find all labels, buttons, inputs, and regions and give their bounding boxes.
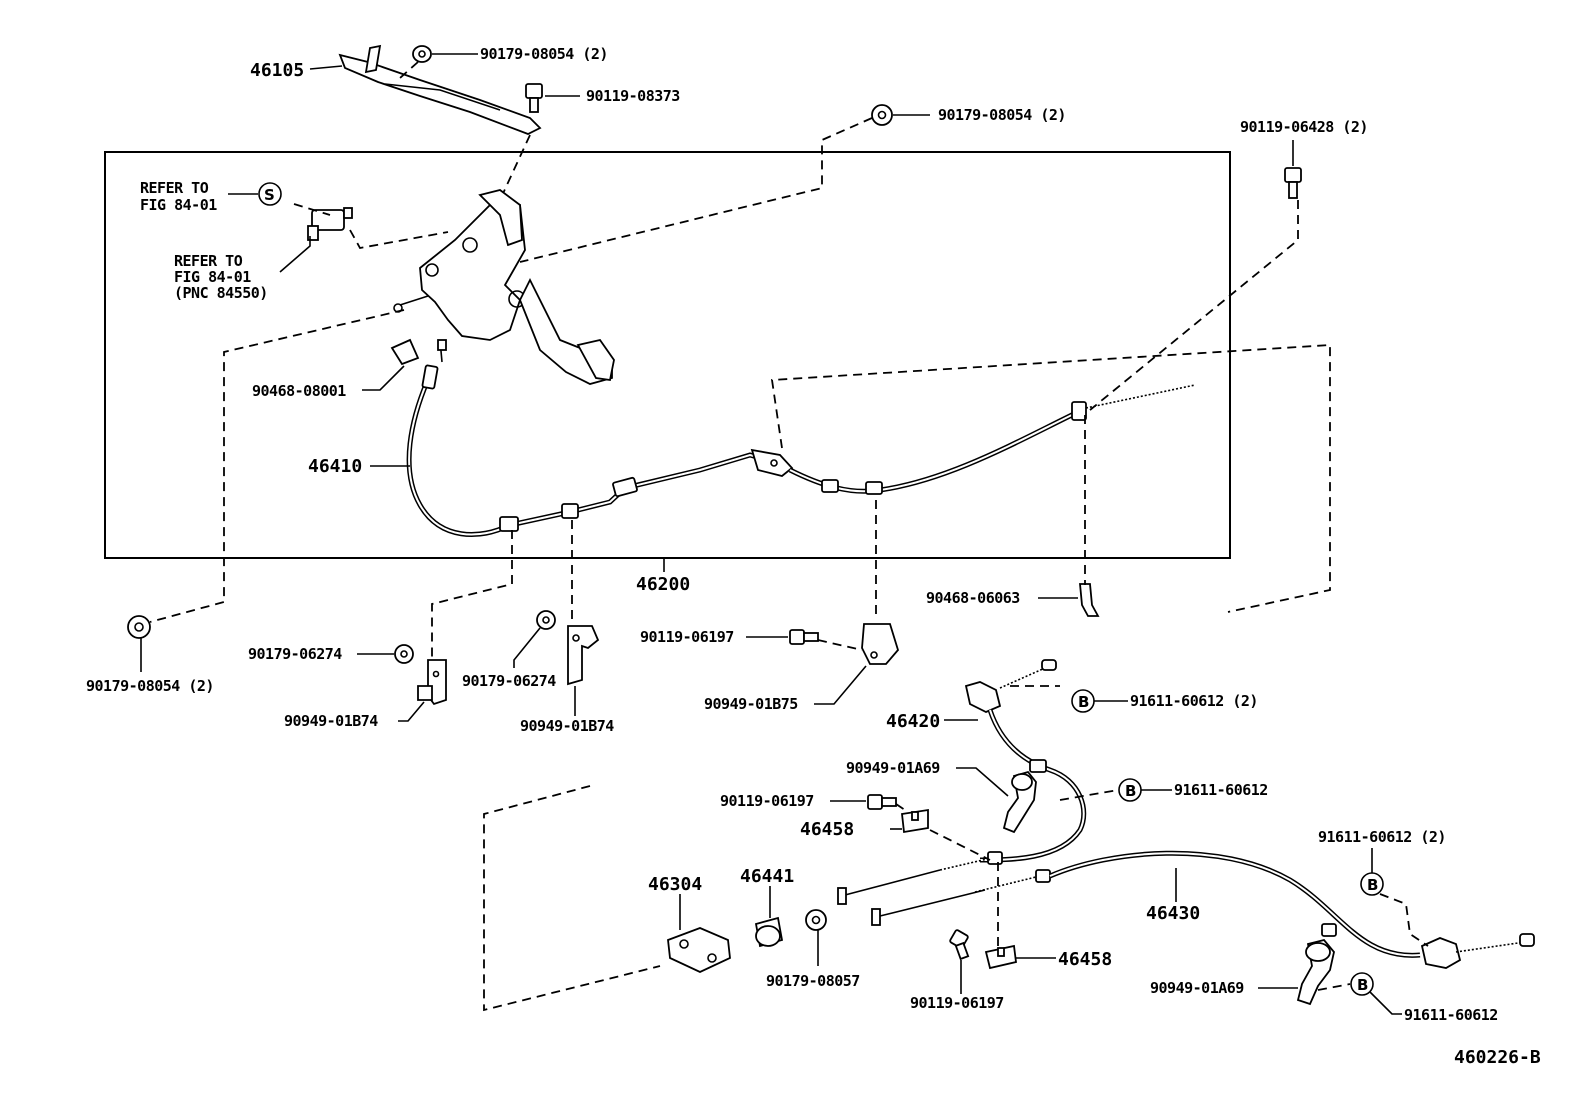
bolt-90119-06197-a[interactable] <box>789 629 819 645</box>
label-90179-08054-b: 90179-08054 (2) <box>938 106 1066 124</box>
callout-b-circle-2: B <box>1118 778 1142 802</box>
nut-90179-08054-bottom-left[interactable] <box>127 615 151 639</box>
intermediate-cable[interactable] <box>788 384 1196 495</box>
label-91611-60612-b: 91611-60612 <box>1174 781 1268 799</box>
label-90119-06428: 90119-06428 (2) <box>1240 118 1368 136</box>
callout-s-circle: S <box>258 182 282 206</box>
callout-b-circle-3: B <box>1360 872 1384 896</box>
label-91611-60612-d: 91611-60612 <box>1404 1006 1498 1024</box>
label-46200: 46200 <box>636 574 690 595</box>
rear-cable-46420[interactable] <box>964 659 1087 863</box>
bracket-90949-01A69-b[interactable] <box>1296 938 1335 1006</box>
label-46430: 46430 <box>1146 903 1200 924</box>
label-refer-2-line2: FIG 84-01 <box>174 268 251 286</box>
nut-90179-06274-a[interactable] <box>394 644 414 664</box>
label-46458-a: 46458 <box>800 819 854 840</box>
svg-text:B: B <box>1367 876 1378 894</box>
bracket-90949-01B75[interactable] <box>861 623 900 665</box>
front-cable-46410[interactable] <box>406 364 776 537</box>
bolt-90119-08373[interactable] <box>525 83 543 113</box>
svg-text:B: B <box>1357 976 1368 994</box>
clip-90468-08001[interactable] <box>390 338 420 366</box>
nut-90179-08054-mid[interactable] <box>871 104 893 126</box>
equalizer-part[interactable] <box>750 448 794 477</box>
bracket-46105-part[interactable] <box>338 44 542 135</box>
clip-46458-b[interactable] <box>984 944 1017 970</box>
label-90119-06197-b: 90119-06197 <box>720 792 814 810</box>
label-90179-08057: 90179-08057 <box>766 972 860 990</box>
label-91611-60612-c: 91611-60612 (2) <box>1318 828 1446 846</box>
bolt-90119-06197-b[interactable] <box>867 794 897 810</box>
cable-end-rods[interactable] <box>837 851 1051 926</box>
label-46441: 46441 <box>740 866 794 887</box>
label-refer-1-line2: FIG 84-01 <box>140 196 217 214</box>
label-90949-01B74-b: 90949-01B74 <box>520 717 614 735</box>
svg-text:S: S <box>264 186 275 204</box>
label-refer-2-line3: (PNC 84550) <box>174 284 268 302</box>
label-90119-06197-c: 90119-06197 <box>910 994 1004 1012</box>
label-46304: 46304 <box>648 874 702 895</box>
callout-b-circle-4: B <box>1350 972 1374 996</box>
label-refer-2-line1: REFER TO <box>174 252 243 270</box>
label-46458-b: 46458 <box>1058 949 1112 970</box>
label-46420: 46420 <box>886 711 940 732</box>
nut-90179-08057[interactable] <box>805 909 827 931</box>
bracket-90949-01A69-a[interactable] <box>1002 770 1037 834</box>
clip-46458-a[interactable] <box>901 808 929 834</box>
bracket-46304[interactable] <box>667 927 731 973</box>
clip-90468-06063[interactable] <box>1079 583 1100 617</box>
label-90468-06063: 90468-06063 <box>926 589 1020 607</box>
parking-brake-pedal-assembly[interactable] <box>393 189 615 385</box>
label-90468-08001: 90468-08001 <box>252 382 346 400</box>
label-refer-1-line1: REFER TO <box>140 179 209 197</box>
assembly-46200-box <box>104 151 1231 559</box>
label-90179-08054-c: 90179-08054 (2) <box>86 677 214 695</box>
label-46105: 46105 <box>250 60 304 81</box>
callout-b-circle-1: B <box>1071 689 1095 713</box>
label-46410: 46410 <box>308 456 362 477</box>
grommet-46441[interactable] <box>754 916 784 948</box>
nut-90179-06274-b[interactable] <box>536 610 556 630</box>
label-90119-06197-a: 90119-06197 <box>640 628 734 646</box>
label-90949-01B75: 90949-01B75 <box>704 695 798 713</box>
nut-90179-08054-top[interactable] <box>412 45 432 63</box>
rear-cable-46430[interactable] <box>1049 850 1535 969</box>
brake-switch-part[interactable] <box>307 207 353 241</box>
label-90179-06274-a: 90179-06274 <box>248 645 342 663</box>
bracket-90949-01B74-a[interactable] <box>417 659 447 706</box>
label-90179-08054-a: 90179-08054 (2) <box>480 45 608 63</box>
label-90949-01A69-b: 90949-01A69 <box>1150 979 1244 997</box>
svg-text:B: B <box>1125 782 1136 800</box>
figure-id: 460226-B <box>1454 1047 1541 1068</box>
label-90119-08373: 90119-08373 <box>586 87 680 105</box>
label-91611-60612-a: 91611-60612 (2) <box>1130 692 1258 710</box>
bolt-90119-06428[interactable] <box>1284 167 1302 199</box>
label-90949-01B74-a: 90949-01B74 <box>284 712 378 730</box>
svg-text:B: B <box>1078 693 1089 711</box>
label-90179-06274-b: 90179-06274 <box>462 672 556 690</box>
bracket-90949-01B74-b[interactable] <box>567 625 600 686</box>
bolt-90119-06197-c[interactable] <box>949 929 970 961</box>
label-90949-01A69-a: 90949-01A69 <box>846 759 940 777</box>
